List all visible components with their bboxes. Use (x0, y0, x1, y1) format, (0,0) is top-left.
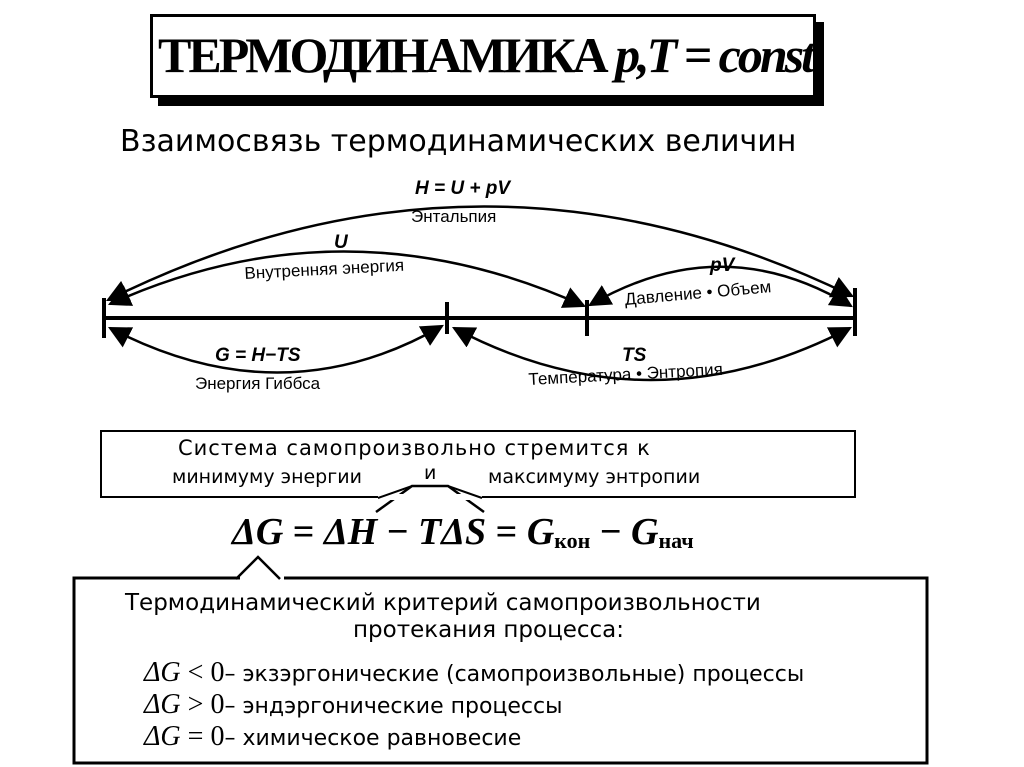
eq-tds: TΔS (417, 511, 487, 553)
criterion-text: – химическое равновесие (224, 726, 522, 751)
system-box (100, 430, 856, 498)
criterion-relation: < (187, 657, 204, 688)
ts-arc (452, 326, 852, 382)
enthalpy-formula: H = U + pV (415, 178, 511, 199)
eq-g-initial-sub: нач (658, 528, 694, 553)
criterion-value: 0 (210, 689, 225, 720)
eq-lhs: ΔG (232, 511, 284, 553)
gibbs-formula: G = H−TS (215, 345, 301, 366)
title-condition: p,T = const (615, 27, 815, 83)
title-frame (150, 14, 816, 98)
subtitle: Взаимосвязь термодинамических величин (120, 124, 797, 159)
system-box-line1: Система самопроизвольно стремится к (178, 436, 651, 460)
criterion-value: 0 (210, 721, 225, 752)
criterion-symbol: ΔG (144, 721, 181, 752)
system-box-and: и (424, 462, 437, 484)
criterion-row-exergonic: ΔG < 0– экзэргонические (самопроизвольны… (144, 657, 804, 689)
criterion-row-equilibrium: ΔG = 0– химическое равновесие (144, 721, 521, 753)
criterion-relation: = (187, 721, 204, 752)
internal-energy-formula: U (334, 232, 348, 253)
criterion-relation: > (187, 689, 204, 720)
system-box-right: максимуму энтропии (488, 466, 701, 488)
criterion-symbol: ΔG (144, 657, 181, 688)
criterion-box (72, 576, 929, 765)
eq-g-final: G (526, 511, 555, 553)
pv-formula: pV (710, 255, 735, 276)
eq-minus-1: − (386, 511, 409, 553)
eq-equals-2: = (495, 511, 518, 553)
criterion-value: 0 (210, 657, 225, 688)
eq-dh: ΔH (323, 511, 378, 553)
title-main: ТЕРМОДИНАМИКА (158, 27, 609, 83)
eq-g-final-sub: кон (554, 528, 591, 553)
eq-g-initial: G (630, 511, 659, 553)
gibbs-equation: ΔG = ΔH − TΔS = Gкон − Gнач (232, 510, 694, 554)
internal-energy-arc (107, 250, 587, 308)
enthalpy-arc (105, 205, 855, 302)
eq-equals-1: = (292, 511, 315, 553)
enthalpy-label: Энтальпия (411, 207, 497, 226)
pv-arc (588, 265, 853, 308)
criterion-title-line1: Термодинамический критерий самопроизволь… (125, 590, 761, 616)
system-box-left: минимуму энергии (172, 466, 362, 488)
criterion-symbol: ΔG (144, 689, 181, 720)
criterion-row-endergonic: ΔG > 0– эндэргонические процессы (144, 689, 562, 721)
criterion-box-pointer (235, 555, 281, 580)
criterion-text: – экзэргонические (самопроизвольные) про… (224, 662, 805, 687)
ts-formula: TS (622, 345, 647, 366)
gibbs-arc (108, 324, 444, 374)
criterion-text: – эндэргонические процессы (224, 694, 563, 719)
gibbs-label: Энергия Гиббса (195, 374, 321, 393)
criterion-title-line2: протекания процесса: (353, 617, 625, 643)
page-title: ТЕРМОДИНАМИКА p,T = const (158, 26, 815, 84)
eq-minus-2: − (599, 511, 622, 553)
